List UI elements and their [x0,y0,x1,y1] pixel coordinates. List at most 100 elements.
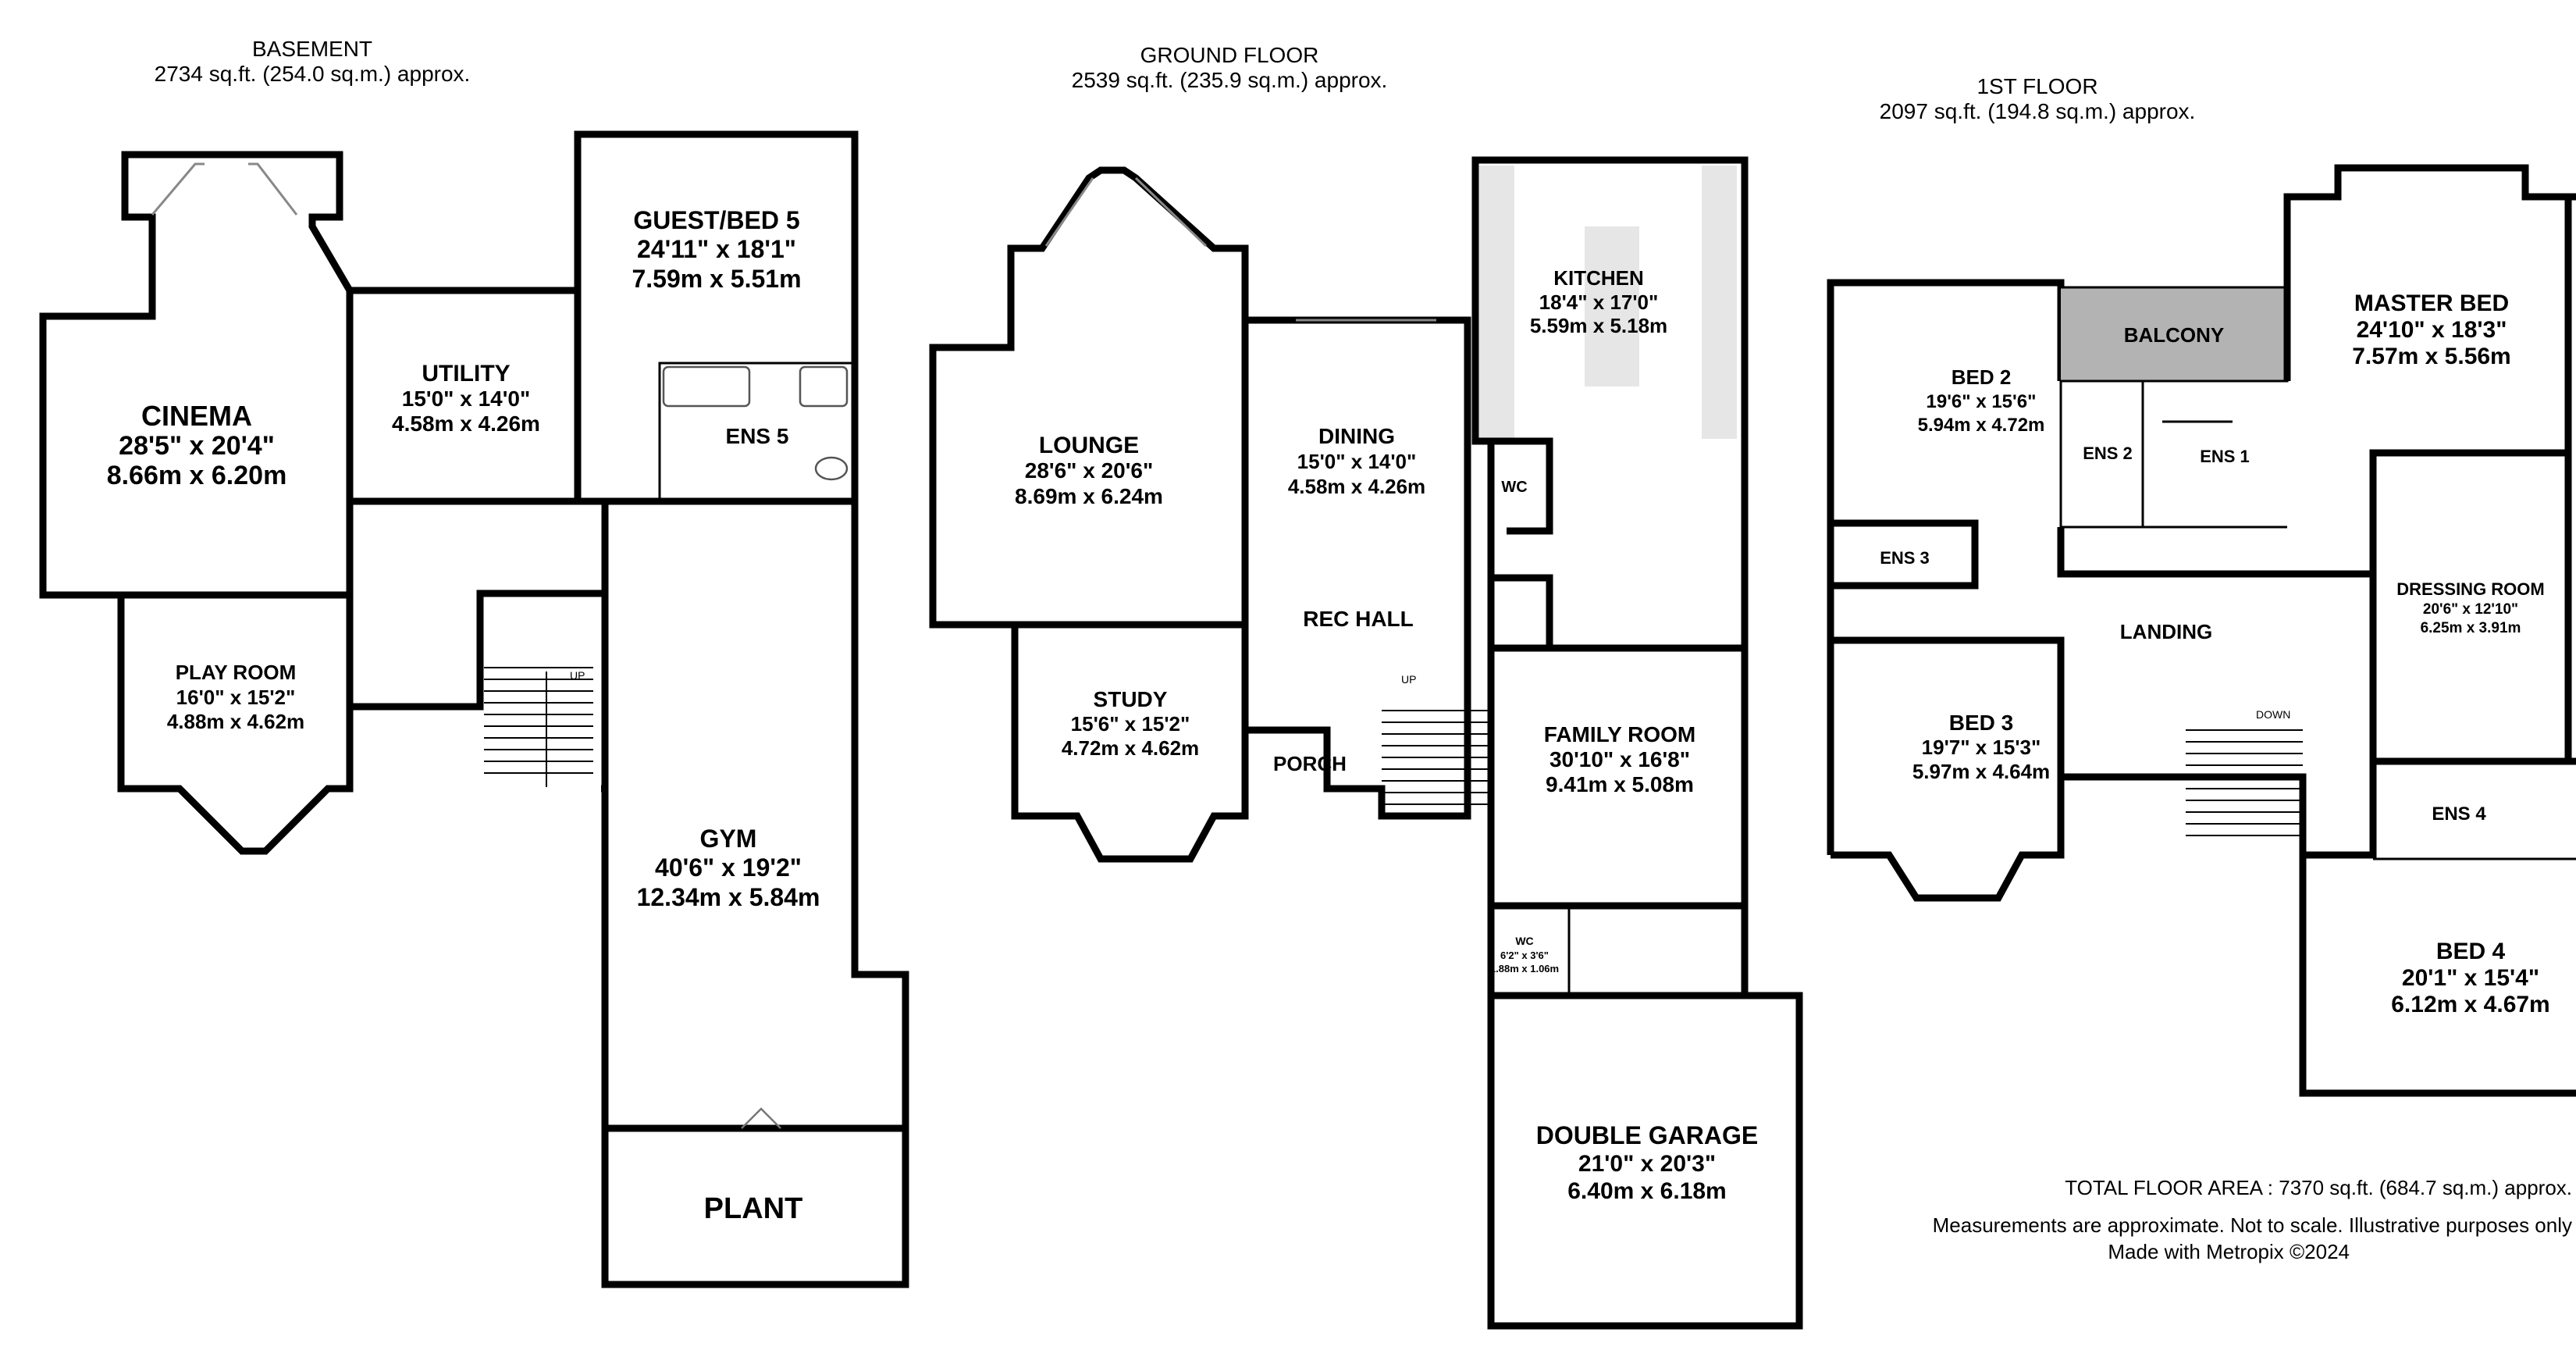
play-room-walls [117,595,354,855]
ens3-walls [1831,519,1979,590]
ens2-label: ENS 2 [2083,444,2133,463]
bed4-metric: 6.12m x 4.67m [2391,992,2549,1017]
first-floor-stairs [2186,729,2303,836]
ens5-walls [658,362,855,501]
bed4-imperial: 20'1" x 15'4" [2402,965,2539,991]
lounge-metric: 8.69m x 6.24m [1015,484,1163,508]
rec-hall-label: REC HALL [1303,607,1414,631]
bed2-label: BED 2 [1952,365,2012,389]
master-bed-label: MASTER BED [2354,290,2509,316]
ens5-basin-icon [799,365,849,408]
ens3-label: ENS 3 [1880,548,1930,568]
kitchen-counter-left [1479,166,1514,439]
dining-imperial: 15'0" x 14'0" [1297,450,1417,473]
ens5-label: ENS 5 [726,424,789,448]
master-bed-outer-right [2369,197,2572,761]
double-garage-imperial: 21'0" x 20'3" [1578,1151,1716,1177]
kitchen-counter-right [1702,166,1737,439]
guest-bed5-label: GUEST/BED 5 [633,206,799,234]
dressing-room-metric: 6.25m x 3.91m [2421,620,2521,636]
ground-wc-label: WC [1501,479,1527,496]
cinema-metric: 8.66m x 6.20m [107,461,287,490]
wc-small-label: WC [1515,935,1533,947]
bed2-imperial: 19'6" x 15'6" [1927,391,2037,412]
ground-wc-walls [1475,437,1553,535]
guest-bed5-walls [574,130,859,505]
utility-label: UTILITY [422,361,510,387]
kitchen-metric: 5.59m x 5.18m [1530,314,1667,337]
cinema-label: CINEMA [141,400,252,432]
landing-label: LANDING [2120,620,2212,643]
lounge-label: LOUNGE [1039,433,1139,458]
ens-block-bottom [2057,527,2373,578]
study-imperial: 15'6" x 15'2" [1071,712,1190,736]
ens4-label: ENS 4 [2432,803,2486,825]
study-walls [1011,625,1249,863]
kitchen-island [1585,226,1639,387]
wc-small-metric: 1.88m x 1.06m [1490,963,1559,974]
play-room-imperial: 16'0" x 15'2" [176,686,296,709]
plant-door [741,1107,781,1129]
disclaimer: Measurements are approximate. Not to sca… [1933,1213,2572,1237]
play-room-metric: 4.88m x 4.62m [167,710,304,733]
wc-small-walls [1491,904,1571,996]
dressing-room-label: DRESSING ROOM [2396,579,2544,599]
dining-metric: 4.58m x 4.26m [1288,475,1425,498]
first-stairs-down-label: DOWN [2256,708,2290,721]
family-room-imperial: 30'10" x 16'8" [1550,747,1690,771]
ground-floor-area: 2539 sq.ft. (235.9 sq.m.) approx. [1072,68,1388,92]
ground-stairs-up-label: UP [1401,673,1416,686]
cinema-bay-window [151,162,298,216]
lounge-bay-window [1044,176,1208,248]
master-bed-walls [2283,164,2576,381]
guest-bed5-imperial: 24'11" x 18'1" [637,235,796,263]
plant-label: PLANT [704,1192,803,1225]
gym-metric: 12.34m x 5.84m [637,883,820,911]
guest-bed5-metric: 7.59m x 5.51m [632,265,801,293]
master-bed-metric: 7.57m x 5.56m [2352,344,2510,369]
dressing-room-imperial: 20'6" x 12'10" [2423,601,2518,618]
ground-stairs [1382,710,1491,805]
first-floor-area: 2097 sq.ft. (194.8 sq.m.) approx. [1880,99,2196,123]
balcony-label: BALCONY [2124,323,2225,347]
utility-metric: 4.58m x 4.26m [392,412,540,436]
bed3-imperial: 19'7" x 15'3" [1922,736,2041,759]
landing-walls [2057,640,2307,855]
dining-label: DINING [1318,424,1395,448]
first-floor-title: 1ST FLOOR [1976,74,2097,98]
study-label: STUDY [1094,687,1168,711]
gym-walls [601,497,909,1288]
basement-stairs [484,667,593,787]
kitchen-imperial: 18'4" x 17'0" [1539,290,1659,314]
double-garage-metric: 6.40m x 6.18m [1567,1178,1726,1204]
bed3-label: BED 3 [1949,711,2013,735]
bed3-metric: 5.97m x 4.64m [1912,760,2050,783]
balcony-area [2061,287,2287,381]
gym-label: GYM [700,825,757,853]
bed4-label: BED 4 [2436,939,2506,964]
kitchen-label: KITCHEN [1553,266,1644,290]
cinema-walls [39,151,354,599]
first-floor-plan: 1ST FLOOR 2097 sq.ft. (194.8 sq.m.) appr… [1827,74,2576,1097]
basement-title: BASEMENT [252,37,372,61]
basement-stairs-up-label: UP [570,669,585,682]
ground-floor-plan: GROUND FLOOR 2539 sq.ft. (235.9 sq.m.) a… [929,43,1803,1330]
porch-label: PORCH [1273,752,1347,775]
play-room-label: PLAY ROOM [176,661,297,684]
ens5-toilet-icon [814,456,849,481]
family-room-metric: 9.41m x 5.08m [1546,772,1694,796]
dining-hall-walls [1245,316,1471,820]
ground-floor-title: GROUND FLOOR [1140,43,1319,67]
basement-plan: BASEMENT 2734 sq.ft. (254.0 sq.m.) appro… [39,37,909,1288]
ens5-bath-icon [662,365,751,408]
bed2-metric: 5.94m x 4.72m [1918,415,2045,436]
credit: Made with Metropix ©2024 [2108,1240,2350,1263]
double-garage-label: DOUBLE GARAGE [1536,1121,1758,1149]
total-floor-area: TOTAL FLOOR AREA : 7370 sq.ft. (684.7 sq… [2065,1176,2572,1199]
ens1-label: ENS 1 [2200,447,2250,466]
ens4-bed4-walls [2299,757,2576,1097]
cinema-imperial: 28'5" x 20'4" [119,431,275,461]
lounge-walls [929,166,1249,629]
